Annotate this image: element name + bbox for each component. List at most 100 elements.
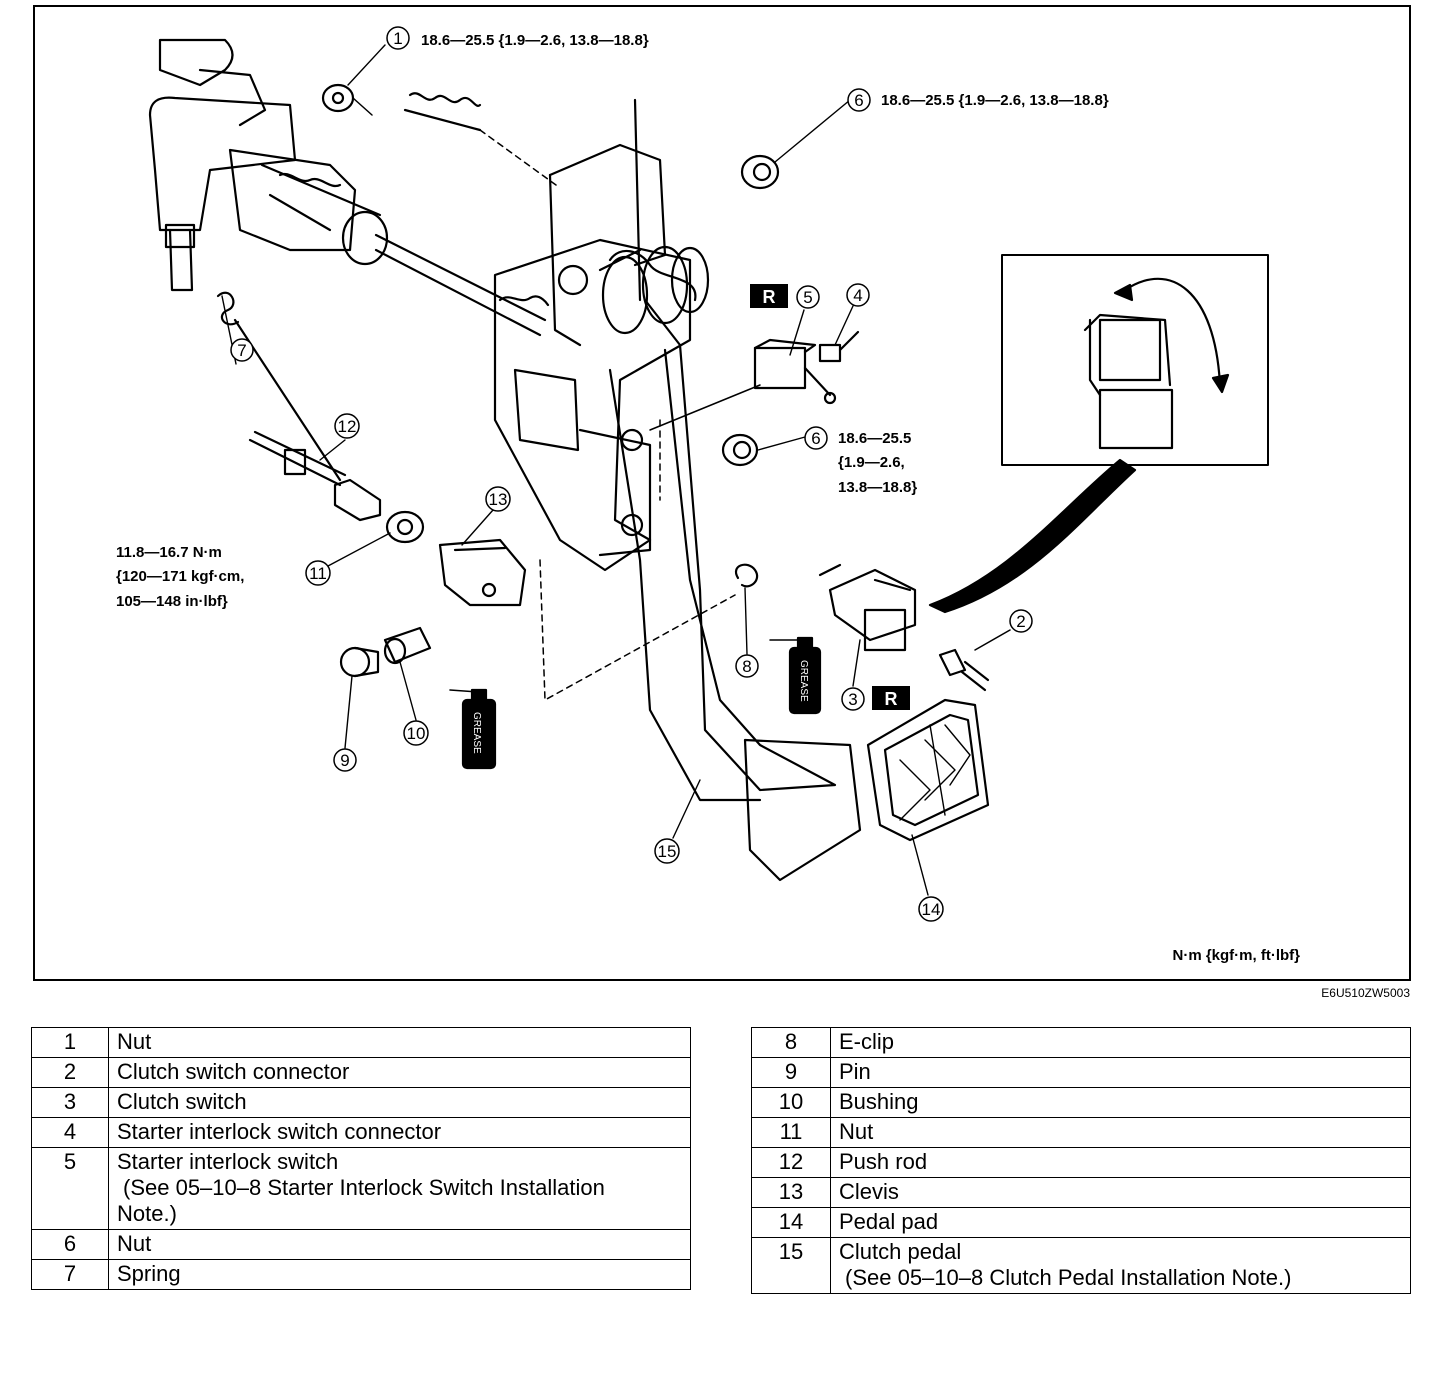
callout-3: 3 xyxy=(848,690,857,709)
table-row: 4 Starter interlock switch connector xyxy=(31,1117,691,1148)
e-clip-drawing xyxy=(735,563,759,588)
part-name: Pin xyxy=(830,1057,1411,1088)
callout-8: 8 xyxy=(742,657,751,676)
callout-13: 13 xyxy=(489,490,508,509)
part-name: Nut xyxy=(108,1027,691,1058)
replace-mark-5: R xyxy=(763,287,776,307)
part-number: 10 xyxy=(751,1087,831,1118)
callout-11-circle xyxy=(305,560,331,586)
part-name: Bushing xyxy=(830,1087,1411,1118)
parts-table-left: 1 Nut 2 Clutch switch connector 3 Clutch… xyxy=(31,1027,691,1290)
part-number: 2 xyxy=(31,1057,109,1088)
pedal-pad-drawing xyxy=(866,698,990,842)
table-row: 9 Pin xyxy=(751,1057,1411,1088)
figure-code: E6U510ZW5003 xyxy=(1321,986,1410,1000)
callout-11: 11 xyxy=(309,564,327,583)
table-row: 11 Nut xyxy=(751,1117,1411,1148)
callout-12-circle xyxy=(334,413,360,439)
callout-5-circle xyxy=(796,285,820,309)
grease-can-2-drawing xyxy=(769,636,822,715)
pedal-bracket-drawing xyxy=(493,98,697,572)
replace-mark-5-box xyxy=(750,284,788,308)
switch-detail-inset xyxy=(1001,254,1269,466)
part-number: 14 xyxy=(751,1207,831,1238)
table-row: 13 Clevis xyxy=(751,1177,1411,1208)
part-name: Starter interlock switch xyxy=(117,1149,339,1174)
table-row: 3 Clutch switch xyxy=(31,1087,691,1118)
part-name-cell: Clutch pedal (See 05–10–8 Clutch Pedal I… xyxy=(830,1237,1411,1294)
part-note: (See 05–10–8 Clutch Pedal Installation N… xyxy=(845,1265,1292,1290)
callout-4: 4 xyxy=(853,286,862,305)
callout-5: 5 xyxy=(803,288,812,307)
torque-nut-6-mid-line1: 18.6—25.5 xyxy=(838,430,911,447)
callout-2-circle xyxy=(1009,609,1033,633)
part-name: Clevis xyxy=(830,1177,1411,1208)
diagram-frame xyxy=(33,5,1411,981)
table-row: 14 Pedal pad xyxy=(751,1207,1411,1238)
part-name: Nut xyxy=(108,1229,691,1260)
clevis-drawing xyxy=(438,538,736,701)
pin-bushing-drawing xyxy=(339,626,432,678)
part-number: 7 xyxy=(31,1259,109,1290)
callout-1: 1 xyxy=(393,29,402,48)
callout-6b: 6 xyxy=(811,429,820,448)
callout-1-circle xyxy=(386,26,410,50)
torque-nut-11-line1: 11.8—16.7 N·m xyxy=(116,544,222,561)
grease-label-2: GREASE xyxy=(798,660,809,702)
table-row: 10 Bushing xyxy=(751,1087,1411,1118)
part-name: Starter interlock switch connector xyxy=(108,1117,691,1148)
part-name: Pedal pad xyxy=(830,1207,1411,1238)
part-number: 15 xyxy=(751,1237,831,1294)
part-number: 13 xyxy=(751,1177,831,1208)
part-name-cell: Starter interlock switch (See 05–10–8 St… xyxy=(108,1147,691,1230)
part-number: 12 xyxy=(751,1147,831,1178)
nut-1-drawing xyxy=(321,83,373,116)
grease-can-1-drawing xyxy=(449,688,497,770)
torque-nut-6-mid-line2: {1.9—2.6, xyxy=(838,454,905,471)
part-number: 8 xyxy=(751,1027,831,1058)
callout-6a-circle xyxy=(847,88,871,112)
part-number: 6 xyxy=(31,1229,109,1260)
table-row: 8 E-clip xyxy=(751,1027,1411,1058)
part-number: 11 xyxy=(751,1117,831,1148)
part-name: Push rod xyxy=(830,1147,1411,1178)
part-name: Clutch switch connector xyxy=(108,1057,691,1088)
detail-leader-arrow xyxy=(928,458,1137,614)
return-spring-drawing xyxy=(598,245,710,335)
callout-10: 10 xyxy=(407,724,426,743)
part-name: Nut xyxy=(830,1117,1411,1148)
table-row: 2 Clutch switch connector xyxy=(31,1057,691,1088)
callout-7-circle xyxy=(230,338,254,362)
callout-8-circle xyxy=(735,654,759,678)
units-legend: N·m {kgf·m, ft·lbf} xyxy=(1173,947,1301,964)
part-number: 4 xyxy=(31,1117,109,1148)
table-row: 12 Push rod xyxy=(751,1147,1411,1178)
callout-leaders xyxy=(221,44,929,896)
part-note: (See 05–10–8 Starter Interlock Switch In… xyxy=(123,1175,605,1200)
callout-6b-circle xyxy=(804,426,828,450)
torque-nut-11-line3: 105—148 in·lbf} xyxy=(116,593,228,610)
part-number: 5 xyxy=(31,1147,109,1230)
part-name: E-clip xyxy=(830,1027,1411,1058)
table-row: 7 Spring xyxy=(31,1259,691,1290)
part-name: Spring xyxy=(108,1259,691,1290)
callout-13-circle xyxy=(485,486,511,512)
callout-9: 9 xyxy=(340,751,349,770)
replace-mark-3-box xyxy=(872,686,910,710)
part-number: 3 xyxy=(31,1087,109,1118)
callout-4-circle xyxy=(846,283,870,307)
torque-nut-6-mid-line3: 13.8—18.8} xyxy=(838,479,917,496)
callout-14-circle xyxy=(918,896,944,922)
callout-3-circle xyxy=(841,687,865,711)
torque-nut-11-line2: {120—171 kgf·cm, xyxy=(116,568,244,585)
master-cylinder-drawing xyxy=(148,38,550,337)
callout-12: 12 xyxy=(338,417,357,436)
starter-interlock-switch-drawing xyxy=(649,330,860,431)
nut-6-drawings xyxy=(721,154,780,467)
part-name: Clutch switch xyxy=(108,1087,691,1118)
table-row: 1 Nut xyxy=(31,1027,691,1058)
callout-6a: 6 xyxy=(854,91,863,110)
grease-label-1: GREASE xyxy=(471,712,482,754)
spring-top-drawing xyxy=(403,92,557,186)
